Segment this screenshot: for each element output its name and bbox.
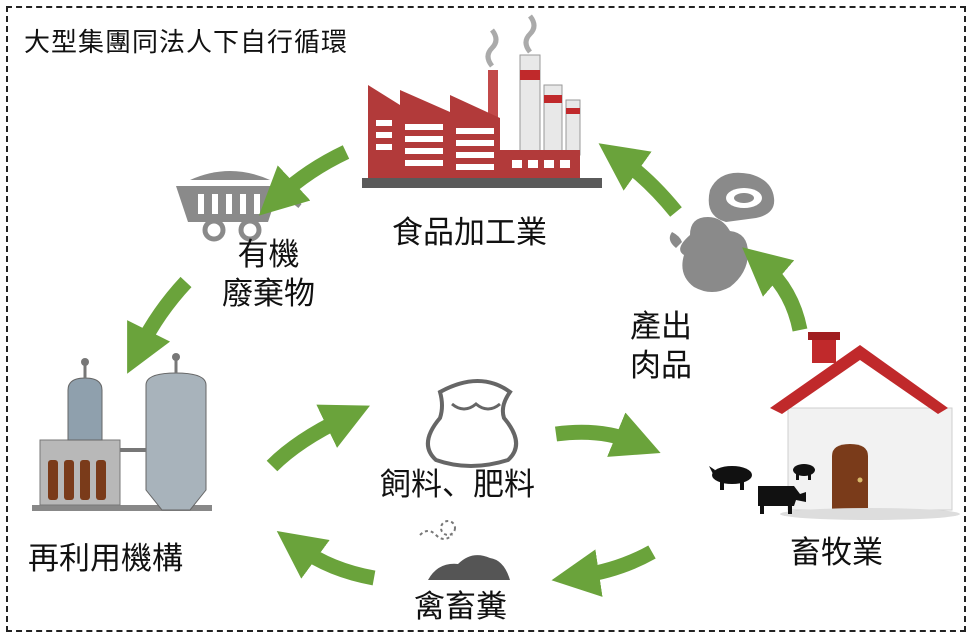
arrow-meat-to-factory — [598, 143, 682, 217]
feed-sack-icon — [426, 379, 518, 468]
dashed-frame — [6, 6, 966, 632]
label-food-processing: 食品加工業 — [392, 215, 547, 251]
label-meat-output: 產出 肉品 — [630, 308, 692, 386]
label-reuse-facility: 再利用機構 — [28, 541, 183, 577]
label-meat-output-line2: 肉品 — [630, 347, 692, 384]
label-feed-fertilizer: 飼料、肥料 — [380, 467, 535, 503]
arrow-factory-to-waste — [258, 145, 350, 216]
label-organic-waste-line1: 有機 — [237, 237, 300, 273]
arrow-livestock-to-meat — [742, 247, 808, 332]
cycle-arrows — [127, 143, 808, 597]
arrow-livestock-to-manure — [551, 545, 656, 597]
label-manure: 禽畜糞 — [414, 589, 507, 625]
manure-icon — [419, 520, 510, 580]
factory-icon — [362, 14, 602, 188]
barn-icon — [709, 332, 960, 520]
arrow-waste-to-reuse — [127, 276, 192, 374]
meat-icon — [708, 172, 775, 222]
arrow-feed-to-livestock — [554, 412, 661, 457]
label-organic-waste-line2: 廢棄物 — [222, 275, 315, 312]
arrow-manure-to-reuse — [276, 530, 376, 586]
waste-cart-icon — [176, 171, 302, 242]
label-livestock-industry: 畜牧業 — [790, 535, 883, 571]
reuse-facility-icon — [32, 353, 212, 511]
chicken-icon — [669, 217, 748, 292]
arrow-reuse-to-feed — [266, 404, 370, 472]
label-meat-output-line1: 產出 — [630, 309, 692, 345]
label-organic-waste: 有機 廢棄物 — [222, 236, 315, 314]
diagram-title: 大型集團同法人下自行循環 — [24, 28, 349, 58]
